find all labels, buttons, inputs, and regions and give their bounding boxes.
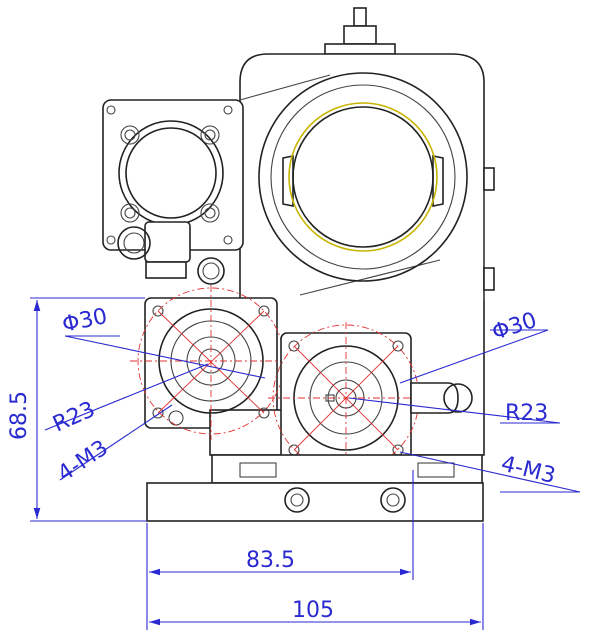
connector xyxy=(117,221,225,285)
dimension-height xyxy=(30,297,147,522)
left-thread-label: 4-M3 xyxy=(53,436,113,487)
left-spindle-flange xyxy=(130,285,296,456)
leaders-right xyxy=(348,329,581,493)
dimension-width-inner xyxy=(146,470,414,630)
outer-width-dimension-label: 105 xyxy=(292,598,334,623)
base-plate xyxy=(146,454,484,522)
dimension-width-outer xyxy=(149,523,484,630)
right-radius-label: R23 xyxy=(505,401,548,426)
right-diameter-label: Φ30 xyxy=(489,308,540,346)
left-diameter-label: Φ30 xyxy=(60,304,110,338)
right-spindle-flange xyxy=(268,322,473,476)
large-window xyxy=(258,72,468,282)
left-radius-label: R23 xyxy=(49,397,99,437)
right-thread-label: 4-M3 xyxy=(499,452,558,490)
inner-width-dimension-label: 83.5 xyxy=(246,548,295,573)
leaders-left xyxy=(44,335,266,481)
height-dimension-label: 68.5 xyxy=(7,391,32,440)
top-knob xyxy=(324,7,396,55)
upper-left-flange xyxy=(102,99,244,251)
